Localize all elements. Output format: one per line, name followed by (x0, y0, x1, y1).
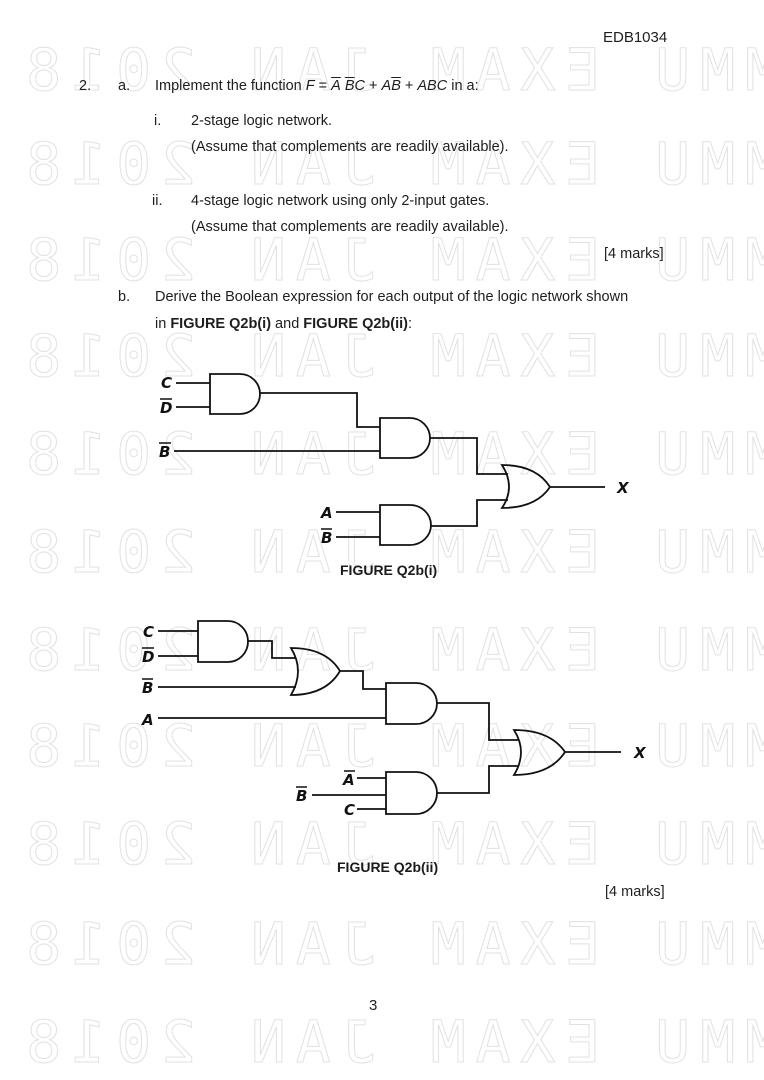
and-gate-icon (197, 620, 249, 663)
input-label-c: C (344, 801, 355, 819)
item-i-note: (Assume that complements are readily ava… (191, 139, 509, 155)
term2-a: A (381, 78, 392, 94)
input-label-c: C (143, 623, 154, 641)
figure-1-circuit (174, 373, 605, 546)
figure-2-labels: C D B A A B C X (141, 623, 647, 819)
input-label-b-bar: B (142, 679, 153, 697)
part-a-label: a. (118, 78, 131, 94)
function-lhs: F (305, 78, 315, 94)
term1-c: C (354, 78, 365, 94)
item-ii-note: (Assume that complements are readily ava… (191, 219, 509, 235)
input-label-a-bar: A (342, 771, 355, 789)
term1-a-bar: A (331, 78, 341, 94)
term2-b-bar: B (391, 78, 401, 94)
figure-2-caption: FIGURE Q2b(ii) (337, 859, 439, 875)
item-i-text: 2-stage logic network. (191, 113, 333, 129)
and-gate-icon (379, 504, 432, 546)
part-b-marks: [4 marks] (605, 884, 665, 900)
part-b-line1: Derive the Boolean expression for each o… (155, 289, 629, 305)
or-gate-icon (500, 464, 552, 509)
input-label-d-bar: D (160, 399, 172, 417)
term1-b-bar: B (344, 78, 355, 94)
page-number: 3 (369, 997, 378, 1014)
line2-mid: and (271, 316, 304, 332)
input-label-c: C (161, 374, 172, 392)
figure-1-labels: C D B A B X (159, 374, 630, 547)
question-number: 2. (79, 78, 92, 94)
figure-1-reference: FIGURE Q2b(i) (170, 316, 272, 332)
part-a-intro: Implement the function F = A BC + AB + A… (155, 78, 479, 94)
input-label-b-bar: B (159, 443, 170, 461)
part-b-label: b. (118, 289, 131, 305)
plus-sign: + (400, 78, 418, 94)
intro-suffix: in a: (447, 78, 479, 94)
output-label-x: X (616, 479, 630, 497)
intro-prefix: Implement the function (155, 78, 306, 94)
plus-sign: + (364, 78, 382, 94)
equals-sign: = (314, 78, 332, 94)
figure-2-reference: FIGURE Q2b(ii) (303, 316, 409, 332)
input-label-a: A (141, 711, 154, 729)
course-code: EDB1034 (603, 29, 668, 46)
term3: ABC (417, 78, 448, 94)
input-label-b-bar: B (321, 529, 332, 547)
and-gate-icon (209, 373, 261, 415)
input-label-d-bar: D (142, 648, 154, 666)
figure-1-caption: FIGURE Q2b(i) (340, 562, 438, 578)
and-gate-icon (385, 682, 438, 725)
item-i-label: i. (154, 113, 162, 129)
line2-suffix: : (408, 316, 413, 332)
and-gate-icon (385, 771, 438, 815)
part-b-line2: in FIGURE Q2b(i) and FIGURE Q2b(ii): (155, 316, 412, 332)
or-gate-icon (512, 729, 567, 776)
input-label-a: A (320, 504, 333, 522)
and-gate-icon (379, 417, 431, 459)
part-a-marks: [4 marks] (604, 246, 664, 262)
or-gate-icon (289, 647, 342, 696)
line2-prefix: in (155, 316, 171, 332)
input-label-b-bar: B (296, 787, 307, 805)
item-ii-label: ii. (152, 193, 163, 209)
output-label-x: X (633, 744, 647, 762)
figure-2-circuit (158, 620, 621, 815)
item-ii-text: 4-stage logic network using only 2-input… (191, 193, 490, 209)
